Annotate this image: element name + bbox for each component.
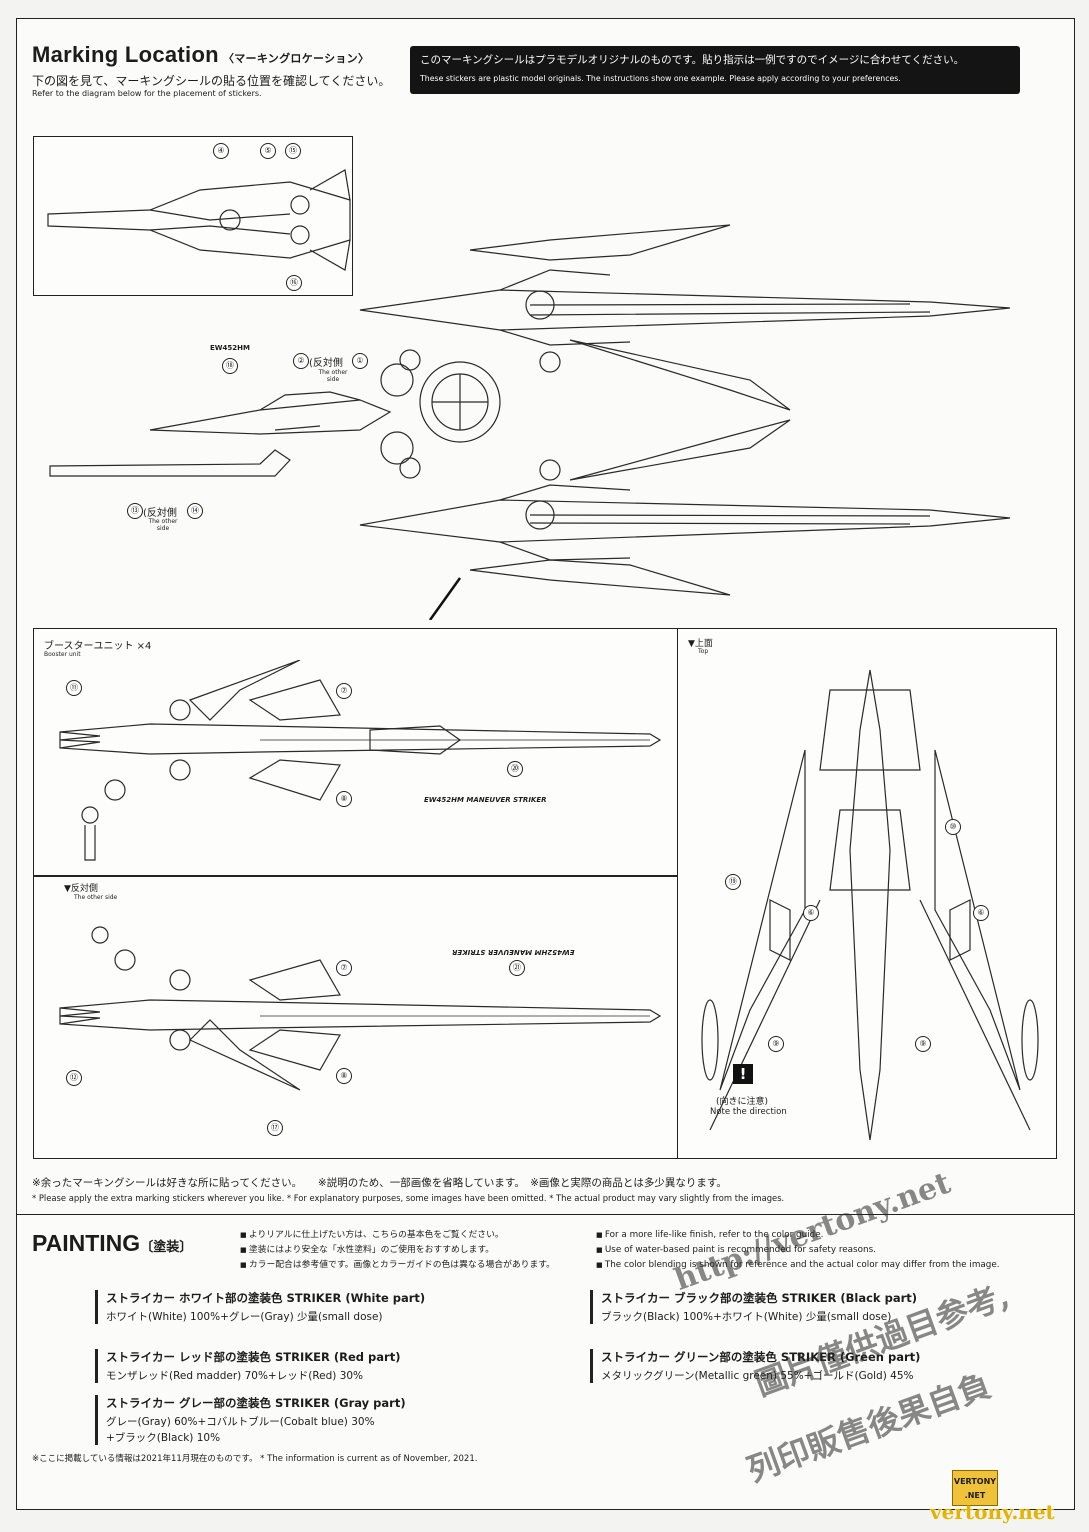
booster-ink: EW452HM MANEUVER STRIKER xyxy=(424,796,547,804)
color-gray-title: ストライカー グレー部の塗装色 STRIKER (Gray part) xyxy=(106,1396,406,1410)
callout-13: ⑬ xyxy=(127,503,143,519)
other-callout-17: ⑰ xyxy=(267,1120,283,1136)
booster-diagram xyxy=(59,660,662,861)
color-white: ストライカー ホワイト部の塗装色 STRIKER (White part) ホワ… xyxy=(95,1290,425,1324)
top-callout-19: ⑲ xyxy=(725,874,741,890)
top-callout-9a: ⑨ xyxy=(768,1036,784,1052)
other-side-title-en: The other side xyxy=(74,894,118,901)
page-title: Marking Location〈マーキングロケーション〉 xyxy=(32,42,370,67)
callout-4: ④ xyxy=(213,143,229,159)
other-callout-21: ㉑ xyxy=(509,960,525,976)
warning-icon: ! xyxy=(733,1064,753,1084)
subtitle-en: Refer to the diagram below for the place… xyxy=(32,89,262,98)
footnote-jp: ※余ったマーキングシールは好きな所に貼ってください。 ※説明のため、一部画像を省… xyxy=(32,1177,727,1189)
top-view-diagram xyxy=(701,669,1039,1141)
booster-title-en: Booster unit xyxy=(44,651,81,658)
copyright-note: ※ここに掲載している情報は2021年11月現在のものです。 * The info… xyxy=(32,1454,478,1464)
other-side-box xyxy=(33,876,678,1159)
callout-15: ⑮ xyxy=(285,143,301,159)
watermark-site: vertony.net xyxy=(930,1500,1055,1524)
color-white-title: ストライカー ホワイト部の塗装色 STRIKER (White part) xyxy=(106,1291,426,1305)
callout-18: ⑱ xyxy=(222,358,238,374)
top-callout-10: ⑩ xyxy=(945,819,961,835)
booster-callout-7: ⑦ xyxy=(336,683,352,699)
callout-1: ① xyxy=(352,353,368,369)
painting-title: PAINTING〔塗装〕 xyxy=(32,1230,193,1256)
other-side-title: ▼反対側 xyxy=(64,884,98,894)
painting-notes-jp: よりリアルに仕上げたい方は、こちらの基本色をご覧ください。 塗装にはより安全な「… xyxy=(240,1228,555,1273)
notice-banner: このマーキングシールはプラモデルオリジナルのものです。貼り指示は一例ですのでイメ… xyxy=(410,46,1020,94)
subtitle-jp: 下の図を見て、マーキングシールの貼る位置を確認してください。 xyxy=(32,74,391,88)
divider xyxy=(16,1214,1075,1215)
warning-jp: (向きに注意) xyxy=(716,1097,769,1107)
color-white-recipe: ホワイト(White) 100%+グレー(Gray) 少量(small dose… xyxy=(106,1311,383,1323)
color-black: ストライカー ブラック部の塗装色 STRIKER (Black part) ブラ… xyxy=(590,1290,917,1324)
top-callout-9b: ⑨ xyxy=(915,1036,931,1052)
top-callout-6a: ⑥ xyxy=(803,905,819,921)
callout-14: ⑭ xyxy=(187,503,203,519)
other-callout-7: ⑦ xyxy=(336,960,352,976)
color-red-recipe: モンザレッド(Red madder) 70%+レッド(Red) 30% xyxy=(106,1370,364,1382)
other-side-2: (反対側 xyxy=(309,358,343,369)
note-en-2: Use of water-based paint is recommended … xyxy=(596,1243,1000,1258)
top-view-title-en: Top xyxy=(698,648,709,655)
color-green-title: ストライカー グリーン部の塗装色 STRIKER (Green part) xyxy=(601,1350,921,1364)
color-black-recipe: ブラック(Black) 100%+ホワイト(White) 少量(small do… xyxy=(601,1311,892,1323)
color-black-title: ストライカー ブラック部の塗装色 STRIKER (Black part) xyxy=(601,1291,918,1305)
notice-jp: このマーキングシールはプラモデルオリジナルのものです。貼り指示は一例ですのでイメ… xyxy=(420,54,965,66)
color-gray-recipe2: +ブラック(Black) 10% xyxy=(106,1432,221,1444)
callout-16: ⑯ xyxy=(286,275,302,291)
booster-box xyxy=(33,628,678,876)
notice-en: These stickers are plastic model origina… xyxy=(420,74,901,83)
booster-callout-11: ⑪ xyxy=(66,680,82,696)
note-en-3: The color blending is shown for referenc… xyxy=(596,1258,1000,1273)
color-gray-recipe: グレー(Gray) 60%+コバルトブルー(Cobalt blue) 30% xyxy=(106,1416,375,1428)
note-jp-3: カラー配合は参考値です。画像とカラーガイドの色は異なる場合があります。 xyxy=(240,1258,555,1273)
color-green-recipe: メタリックグリーン(Metallic green) 55%+ゴールド(Gold)… xyxy=(601,1370,914,1382)
booster-callout-20: ⑳ xyxy=(507,761,523,777)
other-callout-12: ⑫ xyxy=(66,1070,82,1086)
main-unit-diagram xyxy=(47,169,1011,620)
note-jp-1: よりリアルに仕上げたい方は、こちらの基本色をご覧ください。 xyxy=(240,1228,555,1243)
other-ink: EW452HM MANEUVER STRIKER xyxy=(452,948,575,956)
top-view-title: ▼上面 xyxy=(688,639,713,649)
booster-title: ブースターユニット ×4 xyxy=(44,641,152,652)
note-en-1: For a more life-like finish, refer to th… xyxy=(596,1228,1000,1243)
color-gray: ストライカー グレー部の塗装色 STRIKER (Gray part) グレー(… xyxy=(95,1395,406,1445)
other-side-en-1: The other side xyxy=(318,369,348,383)
main-unit-inset xyxy=(33,136,353,296)
color-red-title: ストライカー レッド部の塗装色 STRIKER (Red part) xyxy=(106,1350,401,1364)
color-red: ストライカー レッド部の塗装色 STRIKER (Red part) モンザレッ… xyxy=(95,1349,400,1383)
other-side-diagram xyxy=(59,926,662,1091)
other-side-13: (反対側 xyxy=(143,508,177,519)
footnote-en: * Please apply the extra marking sticker… xyxy=(32,1193,785,1203)
other-callout-8: ⑧ xyxy=(336,1068,352,1084)
warning-en: Note the direction xyxy=(710,1107,787,1117)
painting-notes-en: For a more life-like finish, refer to th… xyxy=(596,1228,1000,1273)
other-side-en-2: The other side xyxy=(148,518,178,532)
code-label: EW452HM xyxy=(210,344,250,352)
callout-2: ② xyxy=(293,353,309,369)
callout-5: ⑤ xyxy=(260,143,276,159)
booster-callout-8: ⑧ xyxy=(336,791,352,807)
vertony-logo: VERTONY.NET xyxy=(952,1470,998,1506)
top-callout-6b: ⑥ xyxy=(973,905,989,921)
note-jp-2: 塗装にはより安全な「水性塗料」のご使用をおすすめします。 xyxy=(240,1243,555,1258)
color-green: ストライカー グリーン部の塗装色 STRIKER (Green part) メタ… xyxy=(590,1349,920,1383)
